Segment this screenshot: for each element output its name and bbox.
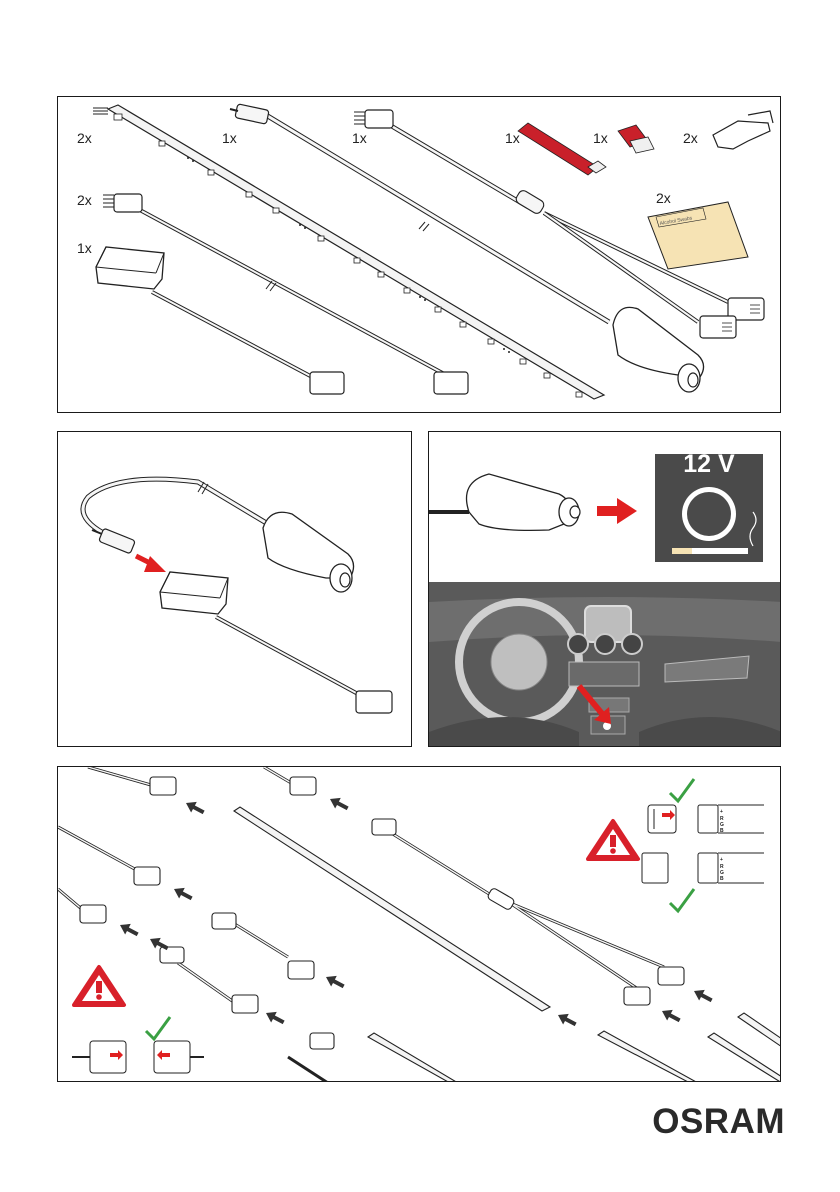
connector-join-diagram bbox=[72, 1041, 204, 1073]
osram-logo: OSRAM bbox=[652, 1102, 785, 1142]
qty-led-strip: 2x bbox=[77, 130, 92, 146]
parts-overview-panel: Alcohol Swabs 2x 1x 1x 1x 1x 2x 2x 2x 1x bbox=[57, 96, 781, 413]
qty-adhesive-tape-long: 1x bbox=[505, 130, 520, 146]
voltage-label: 12 V bbox=[683, 450, 735, 478]
adhesive-tape-part bbox=[518, 123, 654, 175]
check-icon bbox=[670, 779, 694, 911]
step-plug-socket-panel: 12 V bbox=[428, 431, 781, 747]
plug-in-arrow bbox=[597, 498, 637, 524]
channel-plus: + bbox=[720, 809, 723, 815]
qty-mounting-clip: 2x bbox=[683, 130, 698, 146]
car-dashboard-illustration bbox=[429, 582, 781, 747]
connector-orientation-diagram: + R G B + R G B bbox=[642, 805, 764, 883]
channel-b: B bbox=[720, 876, 724, 882]
qty-cleaning-wipe: 2x bbox=[656, 190, 671, 206]
step-assembly-panel: + R G B + R G B bbox=[57, 766, 781, 1082]
channel-plus: + bbox=[720, 857, 723, 863]
cigarette-plug-shape bbox=[467, 474, 571, 530]
qty-y-splitter: 1x bbox=[352, 130, 367, 146]
qty-adhesive-tape-short: 1x bbox=[593, 130, 608, 146]
qty-connector-cable: 2x bbox=[77, 192, 92, 208]
led-strip-long bbox=[93, 105, 604, 399]
warning-icon bbox=[588, 821, 638, 859]
step-connect-controller-panel bbox=[57, 431, 412, 747]
dc-plug-cable-part bbox=[230, 104, 704, 392]
channel-b: B bbox=[720, 828, 724, 834]
insert-arrow bbox=[136, 556, 166, 572]
qty-controller-box: 1x bbox=[77, 240, 92, 256]
controller-box-part bbox=[96, 247, 344, 394]
cleaning-wipe-part: Alcohol Swabs bbox=[648, 202, 748, 269]
mounting-clip-part bbox=[713, 111, 773, 149]
socket-12v: 12 V bbox=[655, 450, 763, 562]
qty-dc-plug-cable: 1x bbox=[222, 130, 237, 146]
check-icon bbox=[146, 1017, 170, 1039]
warning-icon bbox=[74, 967, 124, 1005]
